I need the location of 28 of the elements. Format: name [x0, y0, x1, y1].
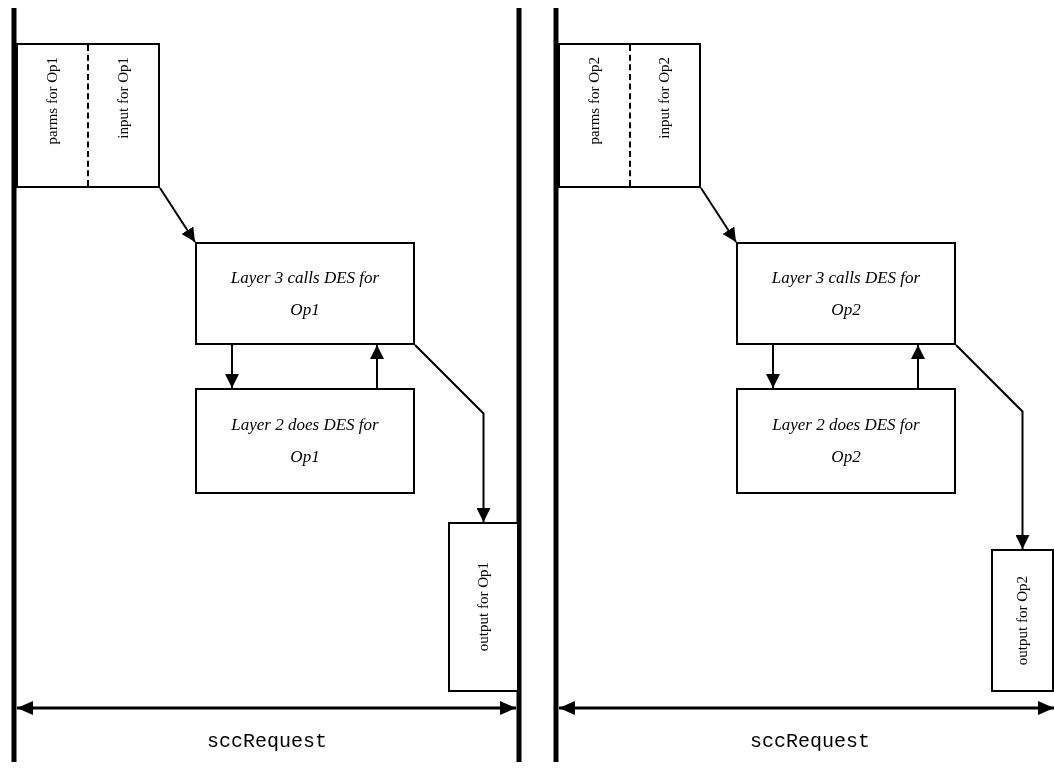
box-label: Layer 2 does DES for Op2: [771, 414, 921, 468]
arrow: [700, 187, 737, 243]
process-box: [736, 388, 956, 494]
process-box: [195, 388, 415, 494]
dimension-label: sccRequest: [750, 732, 870, 752]
dimension-label: sccRequest: [207, 732, 327, 752]
box-label: input for Op1: [116, 57, 131, 139]
box-label: Layer 2 does DES for Op1: [230, 414, 380, 468]
arrow: [911, 344, 925, 389]
arrow: [159, 187, 196, 243]
process-box: [195, 242, 415, 345]
split-box: [16, 43, 160, 188]
output-box: [448, 522, 519, 692]
box-label: input for Op2: [657, 57, 673, 139]
arrow: [370, 344, 384, 389]
process-box: [736, 242, 956, 345]
arrow: [414, 344, 491, 523]
arrow: [955, 344, 1030, 550]
box-label: Layer 3 calls DES for Op2: [770, 266, 922, 321]
box-label: parms for Op1: [45, 57, 60, 145]
output-box: [991, 549, 1054, 692]
box-label: output for Op1: [476, 562, 491, 652]
box-label: parms for Op2: [586, 57, 602, 145]
box-label: output for Op2: [1015, 575, 1030, 666]
arrow: [225, 344, 239, 389]
arrow: [766, 344, 780, 389]
split-box: [558, 43, 701, 188]
box-label: Layer 3 calls DES for Op1: [229, 266, 381, 321]
